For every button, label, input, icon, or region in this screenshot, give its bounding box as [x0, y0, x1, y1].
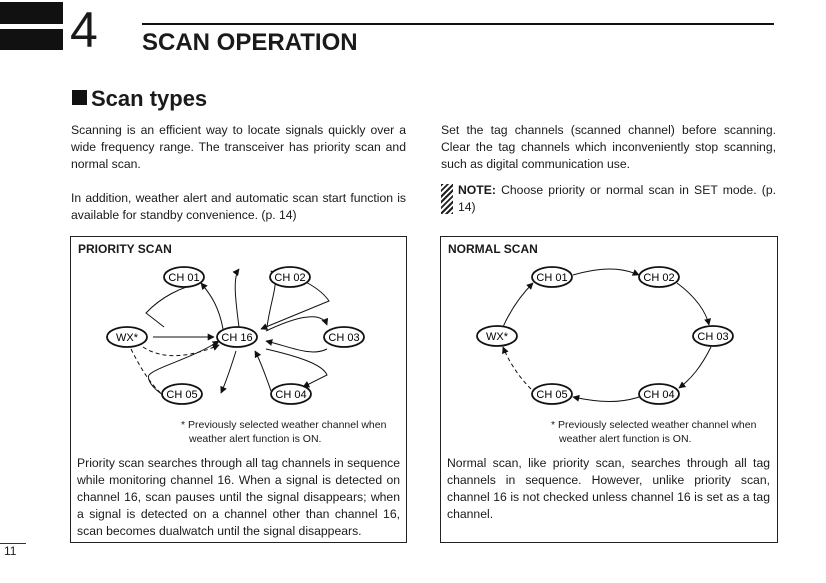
node-ch01: CH 01 [531, 266, 573, 288]
square-bullet-icon [72, 90, 87, 105]
note-text: Choose priority or normal scan in SET mo… [458, 183, 776, 214]
node-ch01: CH 01 [163, 266, 205, 288]
svg-text:CH 02: CH 02 [643, 272, 674, 284]
chapter-tab-bar [0, 2, 63, 24]
standby-paragraph: In addition, weather alert and automatic… [71, 191, 406, 222]
node-ch04: CH 04 [638, 383, 680, 405]
arrow-ch01-loop [145, 282, 202, 328]
node-ch02: CH 02 [269, 266, 311, 288]
svg-text:CH 05: CH 05 [536, 389, 567, 401]
node-ch03: CH 03 [692, 325, 734, 347]
node-ch02: CH 02 [638, 266, 680, 288]
note-icon [441, 184, 453, 214]
tag-channels-paragraph: Set the tag channels (scanned channel) b… [441, 123, 776, 171]
page-number-rule [0, 543, 26, 544]
arrow-ch04-ch16 [254, 350, 272, 392]
arrow-wx-ch05-dashed [130, 348, 164, 396]
arrow-ch16-ch01b [232, 268, 240, 328]
node-ch16: CH 16 [216, 326, 258, 348]
arrow-ch02-ch03 [676, 282, 711, 326]
svg-text:CH 05: CH 05 [166, 389, 197, 401]
note-block: NOTE: Choose priority or normal scan in … [441, 182, 776, 216]
normal-scan-title: NORMAL SCAN [448, 242, 538, 256]
section-title-text: Scan types [91, 86, 208, 111]
svg-text:CH 01: CH 01 [536, 272, 567, 284]
svg-text:CH 04: CH 04 [643, 389, 674, 401]
arrow-ch16-ch05 [220, 350, 237, 394]
arrow-ch03-ch16 [265, 339, 328, 353]
node-ch05: CH 05 [161, 383, 203, 405]
node-wx: WX* [476, 325, 518, 347]
chapter-title: SCAN OPERATION [142, 29, 358, 56]
arrow-ch16-ch04 [265, 348, 328, 388]
page-number: 11 [4, 544, 17, 558]
footnote-line2: weather alert function is ON. [189, 433, 322, 445]
normal-scan-description: Normal scan, like priority scan, searche… [447, 456, 770, 521]
priority-scan-description: Priority scan searches through all tag c… [77, 456, 400, 538]
normal-scan-diagram: CH 01 CH 02 WX* CH 03 CH 05 CH 04 [476, 266, 734, 405]
arrow-ch01-ch02 [572, 268, 640, 276]
svg-text:CH 04: CH 04 [275, 389, 306, 401]
priority-scan-title: PRIORITY SCAN [78, 242, 172, 256]
arrow-ch16-ch03 [265, 316, 329, 332]
arrow-ch16-ch01 [200, 282, 224, 330]
node-ch04: CH 04 [270, 383, 312, 405]
footnote-line1: * Previously selected weather channel wh… [181, 419, 387, 431]
chapter-tab-gap [0, 24, 63, 29]
priority-scan-diagram: CH 01 CH 02 WX* CH 16 CH 03 CH 05 CH 04 [106, 266, 365, 405]
svg-text:WX*: WX* [486, 331, 509, 343]
section-title: Scan types [72, 86, 207, 112]
priority-scan-box: PRIORITY SCAN [70, 236, 407, 543]
note-label: NOTE: [458, 183, 496, 197]
svg-text:CH 16: CH 16 [221, 332, 252, 344]
node-wx: WX* [106, 326, 148, 348]
footnote-line2: weather alert function is ON. [559, 433, 692, 445]
node-ch05: CH 05 [531, 383, 573, 405]
svg-text:WX*: WX* [116, 332, 139, 344]
footnote-line1: * Previously selected weather channel wh… [551, 419, 757, 431]
chapter-number: 4 [70, 2, 98, 58]
chapter-rule [142, 23, 774, 25]
arrow-ch05-ch16 [148, 340, 220, 376]
svg-text:CH 03: CH 03 [328, 332, 359, 344]
arrow-ch05-wx-dashed [502, 346, 532, 390]
svg-text:CH 01: CH 01 [168, 272, 199, 284]
svg-text:CH 02: CH 02 [274, 272, 305, 284]
chapter-tab-bar [0, 29, 63, 50]
intro-paragraph: Scanning is an efficient way to locate s… [71, 123, 406, 171]
node-ch03: CH 03 [323, 326, 365, 348]
normal-scan-box: NORMAL SCAN CH 01 CH 02 WX* [440, 236, 778, 543]
arrow-ch16-wx-dashed [142, 344, 220, 357]
arrow-ch04-ch05 [572, 394, 640, 402]
svg-text:CH 03: CH 03 [697, 331, 728, 343]
arrow-ch03-ch04 [678, 346, 712, 389]
arrow-ch05-loop [148, 374, 164, 396]
arrow-wx-ch01 [502, 282, 534, 328]
